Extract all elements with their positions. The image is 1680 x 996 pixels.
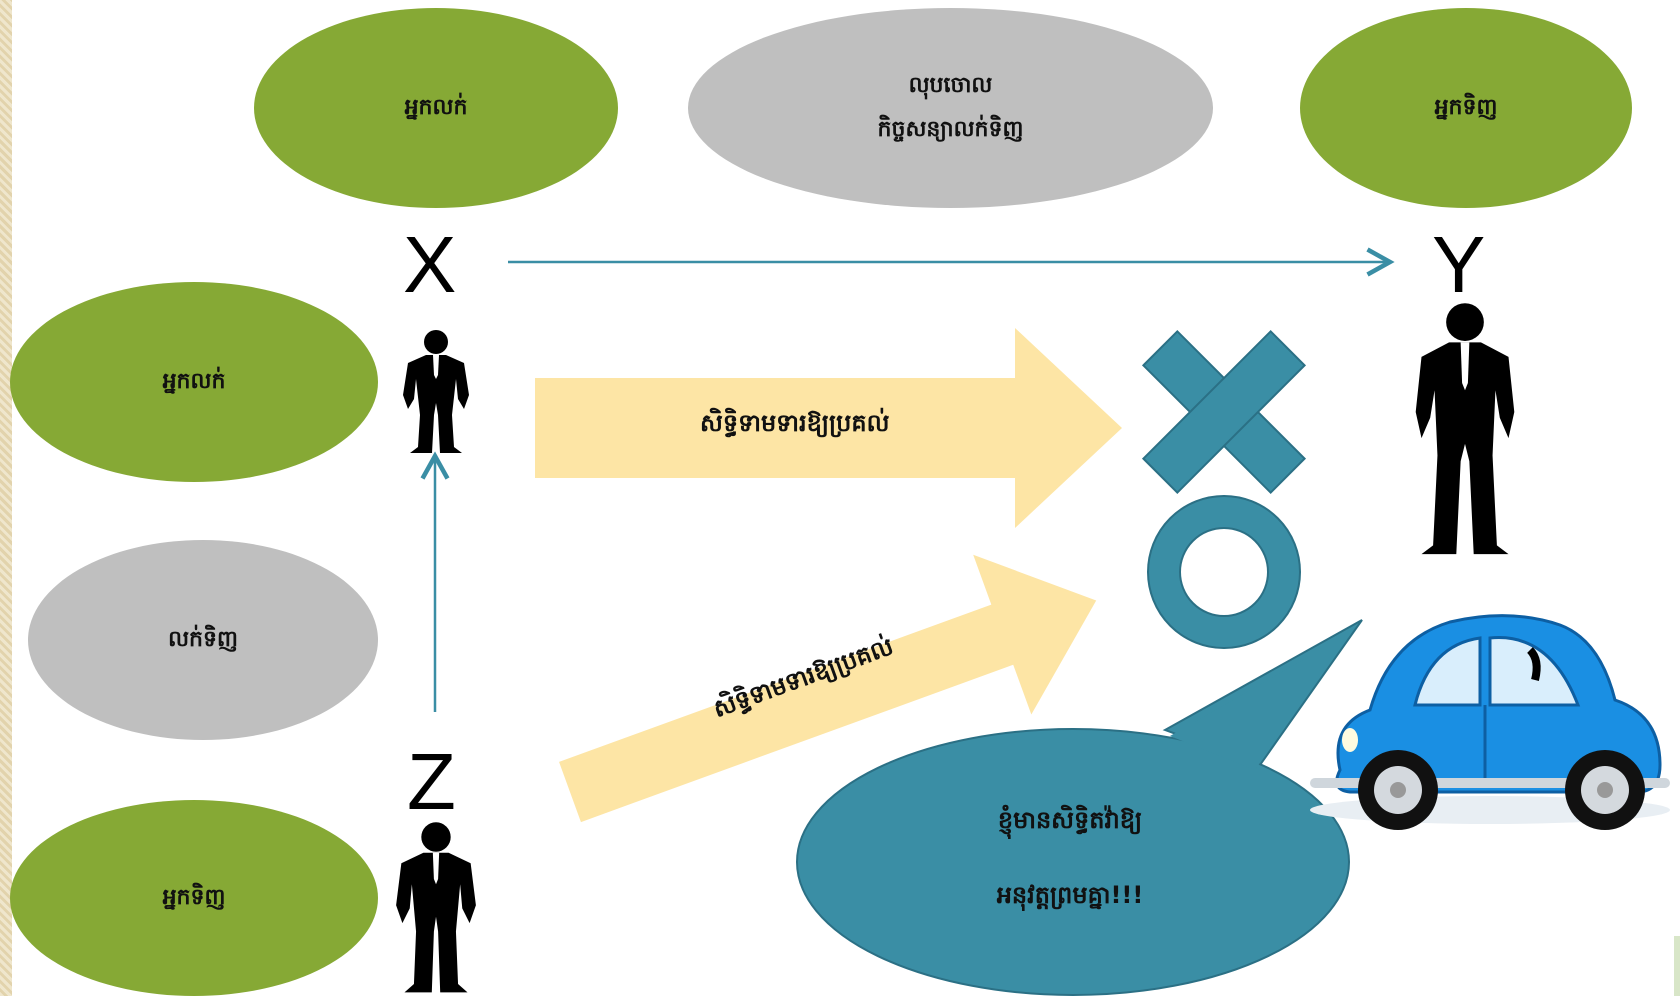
party-x: X — [403, 220, 457, 309]
bubble-line2: អនុវត្តព្រមគ្នា!!! — [996, 881, 1144, 909]
party-y: Y — [1432, 220, 1486, 309]
buyer-left-ellipse: អ្នកទិញ — [10, 800, 378, 996]
circle-icon — [1147, 495, 1301, 649]
upper-block-arrow — [535, 328, 1122, 528]
seller-top-label: អ្នកលក់ — [404, 94, 468, 120]
cancel-line1: លុបចោល — [908, 72, 993, 98]
lower-block-arrow — [559, 554, 1097, 823]
speech-bubble — [796, 619, 1363, 996]
bubble-line1: ខ្ញុំមានសិទ្ធិតវ៉ាឱ្យ — [997, 806, 1143, 834]
person-icon-x — [403, 330, 469, 453]
seller-top-ellipse: អ្នកលក់ — [254, 8, 618, 208]
sale-left-label: លក់ទិញ — [168, 626, 238, 652]
cross-icon — [1141, 329, 1307, 495]
sale-left-ellipse: លក់ទិញ — [28, 540, 378, 740]
buyer-left-label: អ្នកទិញ — [162, 884, 226, 910]
party-z: Z — [407, 737, 456, 826]
seller-left-label: អ្នកលក់ — [162, 368, 226, 394]
cancel-contract-ellipse: លុបចោល កិច្ចសន្យាលក់ទិញ — [688, 8, 1213, 208]
person-icon-z — [396, 822, 476, 993]
seller-left-ellipse: អ្នកលក់ — [10, 282, 378, 482]
upper-arrow-label: សិទ្ធិទាមទារឱ្យប្រគល់ — [700, 409, 890, 437]
buyer-top-label: អ្នកទិញ — [1434, 94, 1498, 120]
person-icon-y — [1415, 303, 1515, 555]
car-icon — [1310, 614, 1670, 830]
decorative-corner — [1674, 936, 1680, 996]
cancel-line2: កិច្ចសន្យាលក់ទិញ — [877, 117, 1024, 142]
buyer-top-ellipse: អ្នកទិញ — [1300, 8, 1632, 208]
decorative-border — [0, 0, 12, 996]
